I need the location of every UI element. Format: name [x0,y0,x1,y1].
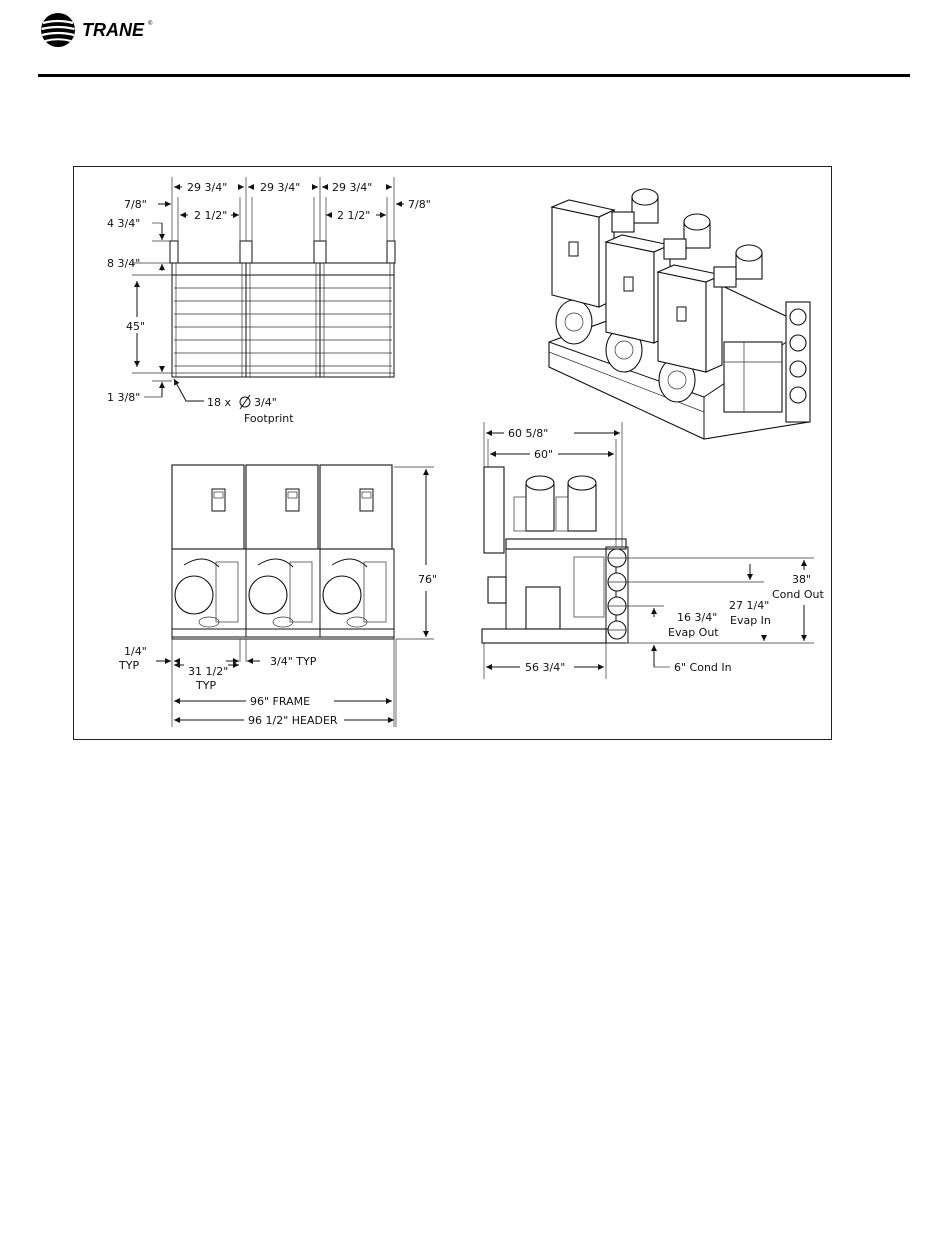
dim-top-rail-depth: 8 3/4" [107,257,140,270]
dim-front-spacing-note: TYP [118,659,139,672]
dim-top-gap-1: 2 1/2" [194,209,227,222]
diameter-symbol-icon [240,395,250,409]
side-view: 60 5/8" 60" 56 3/4" 38" Cond Out 27 1/4"… [482,422,824,679]
front-module-bodies [172,549,394,639]
dim-side-overall: 60 5/8" [508,427,548,440]
top-view: 29 3/4" 29 3/4" 29 3/4" 7/8" 7/8" 2 1/2"… [107,177,431,425]
dim-top-module-1: 29 3/4" [187,181,227,194]
dim-side-evap-in-height: 27 1/4" [729,599,769,612]
footprint-count: 18 x [207,396,231,409]
dim-top-edge-right: 7/8" [408,198,431,211]
dim-front-height: 76" [418,573,437,586]
dim-top-foot-offset: 4 3/4" [107,217,140,230]
dim-top-gap-2: 2 1/2" [337,209,370,222]
dim-top-depth: 45" [126,320,145,333]
front-control-panels [172,465,392,549]
header-rule [38,74,910,77]
dim-side-cond-out-height: 38" [792,573,811,586]
dimension-drawing: 29 3/4" 29 3/4" 29 3/4" 7/8" 7/8" 2 1/2"… [74,167,833,741]
dim-side-evap-out-label: Evap Out [668,626,719,639]
top-view-modules [170,241,395,377]
trane-globe-icon [41,13,75,47]
side-header-connections [608,549,626,639]
dim-top-module-3: 29 3/4" [332,181,372,194]
side-compressors [514,476,596,531]
brand-trademark: ® [148,20,153,27]
front-view: 76" 1/4" TYP 31 1/2" TYP 3/4" TYP 96" FR… [118,465,437,727]
dim-front-module-note: TYP [195,679,216,692]
footprint-label: Footprint [244,412,294,425]
iso-header-pipes [786,302,810,422]
dim-front-spacing: 1/4" [124,645,147,658]
dim-side-cond-in-label: 6" Cond In [674,661,732,674]
footprint-diameter: 3/4" [254,396,277,409]
dim-side-evap-out-height: 16 3/4" [677,611,717,624]
trane-logo: TRANE ® [38,8,168,48]
dim-side-evap-in-label: Evap In [730,614,771,627]
dim-side-cond-out-label: Cond Out [772,588,824,601]
dim-front-header: 96 1/2" HEADER [248,714,338,727]
dim-front-frame: 96" FRAME [250,695,310,708]
dim-side-base: 56 3/4" [525,661,565,674]
isometric-view [549,189,810,439]
dim-top-edge-left: 7/8" [124,198,147,211]
brand-name: TRANE [82,20,145,40]
dim-front-module: 31 1/2" [188,665,228,678]
dimension-drawing-frame: 29 3/4" 29 3/4" 29 3/4" 7/8" 7/8" 2 1/2"… [73,166,832,740]
dim-top-module-2: 29 3/4" [260,181,300,194]
dim-front-gap: 3/4" TYP [270,655,317,668]
dim-top-bottom-offset: 1 3/8" [107,391,140,404]
dim-side-frame: 60" [534,448,553,461]
